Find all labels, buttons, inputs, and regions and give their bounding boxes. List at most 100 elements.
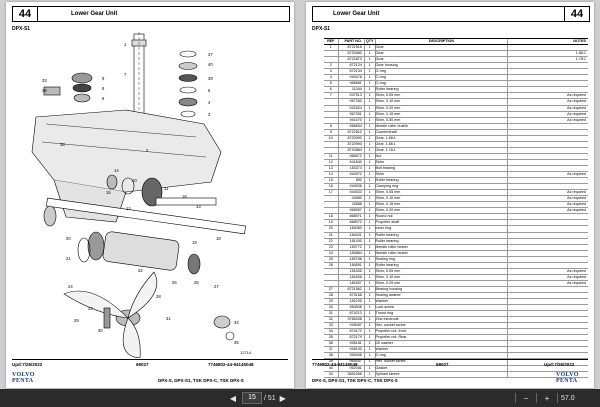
part-number-cell: 8722610 bbox=[339, 129, 365, 135]
ref-cell bbox=[324, 57, 339, 63]
notes-cell: As required bbox=[567, 190, 586, 195]
description-cell: Shim bbox=[376, 159, 509, 165]
notes-cell: 1.78:1 bbox=[575, 57, 586, 62]
notes-cell bbox=[508, 341, 588, 346]
part-number-cell: 8720993 bbox=[339, 135, 365, 141]
ref-cell: 28 bbox=[324, 292, 339, 299]
description-cell: Washer bbox=[376, 299, 509, 305]
qty-cell: 1 bbox=[365, 87, 376, 93]
viewer-toolbar: ◀ 15 / 51 ▶ − + 57.0 bbox=[0, 389, 600, 407]
ref-cell: 39 bbox=[324, 359, 339, 365]
notes-cell bbox=[508, 257, 588, 262]
qty-cell: 1 bbox=[365, 75, 376, 81]
callout-3: 3 bbox=[208, 112, 211, 117]
ref-cell: 40 bbox=[324, 365, 339, 371]
page-number: 44 bbox=[564, 7, 589, 21]
callout-27: 27 bbox=[214, 284, 219, 289]
part-number-cell: 872124 bbox=[339, 63, 365, 69]
part-number-cell: 3766038 bbox=[339, 317, 365, 323]
callout-22: 22 bbox=[138, 268, 143, 273]
qty-cell: 1 bbox=[365, 105, 376, 111]
description-cell: Hex. socket screw bbox=[376, 359, 509, 365]
notes-cell bbox=[508, 184, 588, 189]
notes-cell bbox=[508, 299, 588, 304]
page-header: 44 Lower Gear Unit bbox=[12, 6, 290, 22]
ref-cell: 8 bbox=[324, 123, 339, 129]
notes-cell bbox=[508, 214, 588, 219]
part-number-cell: 965881 bbox=[339, 81, 365, 87]
description-cell: Shim, 0.20 mm bbox=[376, 208, 509, 214]
notes-cell bbox=[508, 305, 588, 310]
part-number-cell: 950838 bbox=[339, 305, 365, 311]
part-number-cell: 181205 bbox=[339, 299, 365, 305]
zoom-level[interactable]: 57.0 bbox=[561, 394, 575, 402]
description-cell: Splined sleeve bbox=[376, 371, 509, 377]
description-cell: Shim, 0.25 mm bbox=[376, 280, 509, 286]
qty-cell: 1 bbox=[365, 341, 376, 347]
qty-cell: 1 bbox=[365, 226, 376, 232]
part-number-cell: 941824 bbox=[339, 105, 365, 111]
zoom-out-button[interactable]: − bbox=[523, 393, 529, 403]
callout-7: 7 bbox=[124, 72, 127, 77]
ref-cell: 37 bbox=[324, 347, 339, 353]
notes-cell bbox=[508, 329, 588, 334]
callout-2: 2 bbox=[146, 148, 149, 153]
table-header: REF PART NO. QTY DESCRIPTION NOTES bbox=[324, 38, 588, 46]
description-cell: Propeller nut, front bbox=[376, 329, 509, 335]
previous-page-button[interactable]: ◀ bbox=[229, 393, 237, 403]
footer-rule bbox=[312, 359, 588, 360]
callout-23: 23 bbox=[88, 306, 93, 311]
part-number-cell: 183798 bbox=[339, 256, 365, 262]
part-number-cell: 8720983 bbox=[339, 51, 365, 57]
callout-35: 35 bbox=[234, 340, 239, 345]
callout-14: 14 bbox=[114, 168, 119, 173]
part-number-cell: 181400 bbox=[339, 238, 365, 244]
description-cell: Needle roller bushin bbox=[376, 123, 509, 129]
part-number-cell: 184401 bbox=[339, 232, 365, 238]
qty-cell: 1 bbox=[365, 178, 376, 184]
ref-cell: 36 bbox=[324, 341, 339, 347]
qty-cell: 1 bbox=[365, 280, 376, 286]
description-cell: Roller bearing bbox=[376, 178, 509, 184]
ref-cell: 35 bbox=[324, 335, 339, 341]
qty-cell: 1 bbox=[365, 51, 376, 57]
part-number-cell: 8720994 bbox=[339, 141, 365, 147]
ref-cell: 5 bbox=[324, 81, 339, 87]
ref-cell bbox=[324, 141, 339, 147]
part-number-cell: 967351 bbox=[339, 111, 365, 117]
next-page-button[interactable]: ▶ bbox=[279, 393, 286, 403]
notes-cell bbox=[508, 335, 588, 340]
current-page-input[interactable]: 15 bbox=[242, 392, 262, 404]
description-cell: Roller bearing bbox=[376, 238, 509, 244]
ref-cell: 22 bbox=[324, 238, 339, 244]
notes-cell: 1.86:1 bbox=[575, 51, 586, 56]
description-cell: Shim, 0.20 mm bbox=[376, 105, 509, 111]
header-part-no: PART NO. bbox=[339, 39, 365, 45]
ref-cell: 17 bbox=[324, 190, 339, 196]
part-number-cell: 969457 bbox=[339, 359, 365, 365]
notes-cell bbox=[508, 136, 588, 141]
description-cell: Shim bbox=[376, 172, 509, 178]
qty-cell: 1 bbox=[365, 159, 376, 165]
description-cell: Shim, 0.10 mm bbox=[376, 99, 509, 105]
qty-cell: 1 bbox=[365, 262, 376, 268]
header-ref: REF bbox=[324, 39, 339, 45]
description-cell: Thrust ring bbox=[376, 311, 509, 317]
description-cell: Propeller shaft bbox=[376, 220, 509, 226]
zoom-in-button[interactable]: + bbox=[544, 393, 550, 403]
ref-cell: 19 bbox=[324, 220, 339, 226]
callout-31: 31 bbox=[166, 316, 171, 321]
